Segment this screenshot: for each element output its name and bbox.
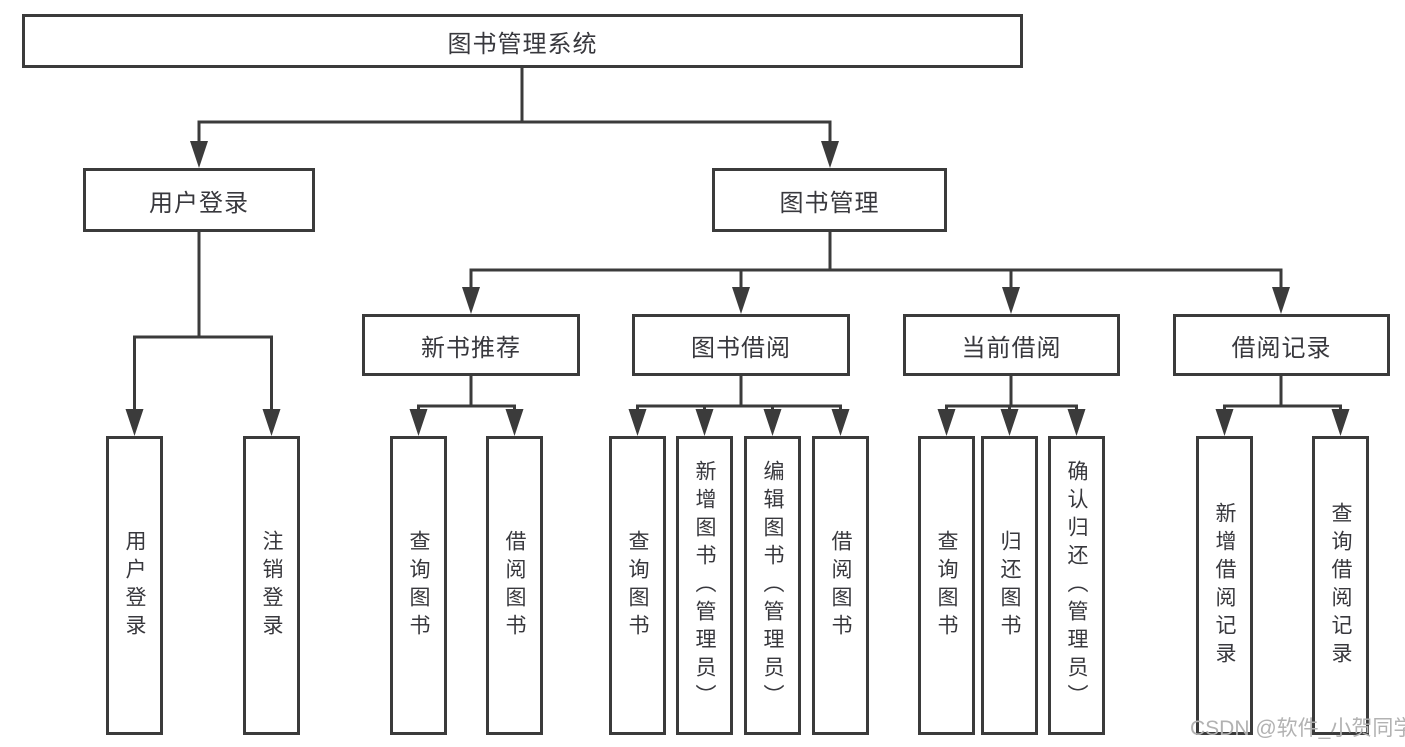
node-label: 借阅记录 xyxy=(1231,334,1332,362)
node-book-borrowing: 图书借阅 xyxy=(632,314,850,376)
node-new-book-recommendation: 新书推荐 xyxy=(362,314,580,376)
leaf-borrow-books: 借阅图书 xyxy=(812,436,869,735)
leaf-add-books-admin: 新增图书（管理员） xyxy=(676,436,733,735)
node-label: 图书管理系统 xyxy=(447,30,598,58)
leaf-logout: 注销登录 xyxy=(243,436,300,735)
node-library-management-system: 图书管理系统 xyxy=(22,14,1023,68)
leaf-label: 新增借阅记录 xyxy=(1213,501,1236,670)
leaf-label: 确认归还（管理员） xyxy=(1065,459,1088,712)
leaf-query-books-recommend: 查询图书 xyxy=(390,436,447,735)
csdn-watermark: CSDN @软件_小贺同学 xyxy=(1190,717,1405,740)
node-book-management: 图书管理 xyxy=(712,168,947,232)
leaf-label: 用户登录 xyxy=(123,529,146,642)
leaf-label: 注销登录 xyxy=(260,529,283,642)
leaf-label: 借阅图书 xyxy=(503,529,526,642)
leaf-label: 归还图书 xyxy=(998,529,1021,642)
leaf-label: 借阅图书 xyxy=(829,529,852,642)
leaf-label: 编辑图书（管理员） xyxy=(761,459,784,712)
leaf-query-borrow-record: 查询借阅记录 xyxy=(1312,436,1369,735)
leaf-user-login: 用户登录 xyxy=(106,436,163,735)
node-user-login: 用户登录 xyxy=(83,168,315,232)
leaf-borrow-books-recommend: 借阅图书 xyxy=(486,436,543,735)
node-label: 当前借阅 xyxy=(961,334,1062,362)
node-label: 图书借阅 xyxy=(691,334,791,362)
arrowheads xyxy=(125,141,1350,436)
node-label: 新书推荐 xyxy=(421,334,521,362)
leaf-label: 查询图书 xyxy=(935,529,958,642)
leaf-confirm-return-admin: 确认归还（管理员） xyxy=(1048,436,1105,735)
node-current-borrowing: 当前借阅 xyxy=(903,314,1120,376)
leaf-label: 新增图书（管理员） xyxy=(693,459,716,712)
leaf-label: 查询借阅记录 xyxy=(1329,501,1352,670)
leaf-query-books-borrowing: 查询图书 xyxy=(609,436,666,735)
leaf-label: 查询图书 xyxy=(407,529,430,642)
leaf-add-borrow-record: 新增借阅记录 xyxy=(1196,436,1253,735)
leaf-return-books: 归还图书 xyxy=(981,436,1038,735)
node-label: 用户登录 xyxy=(149,189,249,217)
node-label: 图书管理 xyxy=(779,189,880,217)
leaf-query-books-current: 查询图书 xyxy=(918,436,975,735)
leaf-edit-books-admin: 编辑图书（管理员） xyxy=(744,436,801,735)
node-borrowing-records: 借阅记录 xyxy=(1173,314,1390,376)
leaf-label: 查询图书 xyxy=(626,529,649,642)
